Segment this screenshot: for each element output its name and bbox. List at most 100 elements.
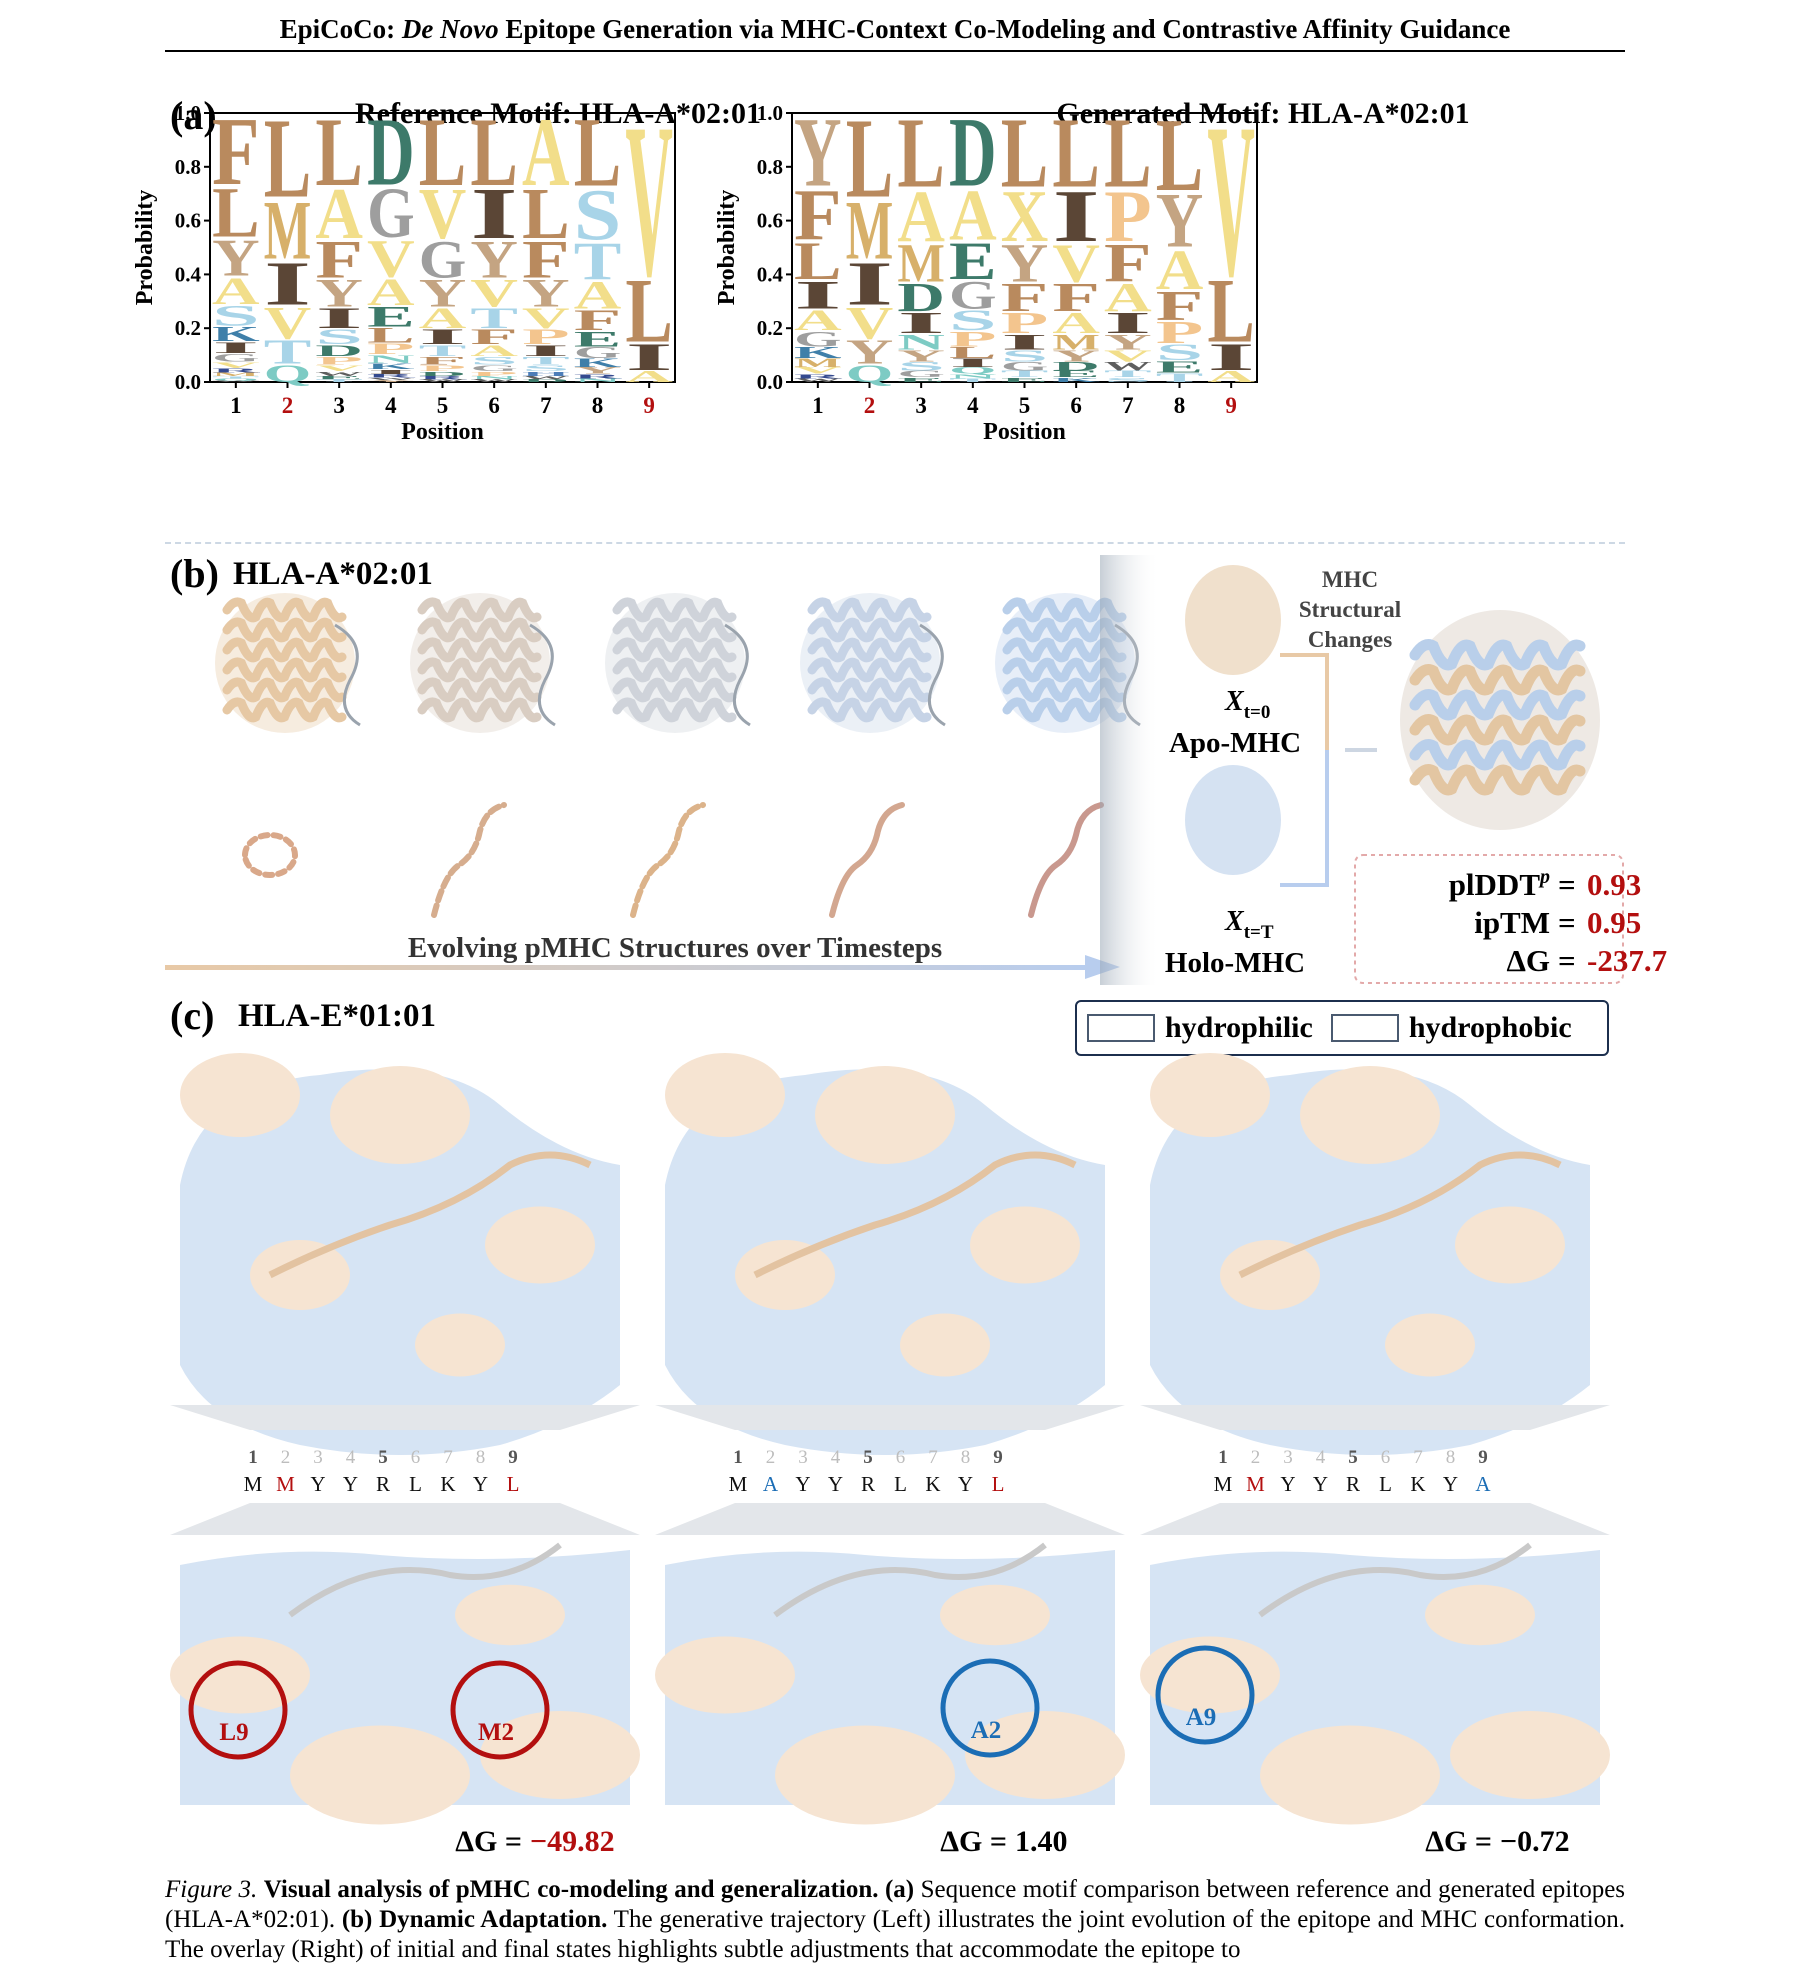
panel-a-tag: (a) (170, 93, 217, 138)
logo-letter: T (419, 342, 467, 360)
mhc-helix-ribbon (417, 637, 542, 663)
logo-letter: Y (315, 271, 363, 315)
logo-letter: T (1001, 369, 1049, 379)
logo-letter: T (574, 231, 622, 291)
logo-letter: T (949, 378, 997, 383)
header-suffix: Epitope Generation via MHC-Context Co-Mo… (498, 14, 1511, 44)
logo-letter: Y (1104, 329, 1152, 354)
logo-letter: F (794, 174, 842, 255)
x-tick-label: 1 (812, 393, 824, 418)
logo-letter: M (794, 357, 842, 370)
logo-letter: M (1052, 329, 1100, 354)
y-tick-label: 0.0 (757, 370, 783, 394)
x-tick-label: 8 (592, 393, 604, 418)
sequence-index: 4 (346, 1447, 356, 1468)
logo-letter: E (315, 375, 363, 380)
sequence-residue: R (1346, 1472, 1360, 1496)
logo-letter: Y (1001, 233, 1049, 294)
metric-name: ΔG (1506, 943, 1550, 978)
panel-c-title: HLA-E*01:01 (238, 998, 436, 1034)
sequence-residue: R (861, 1472, 875, 1496)
metric-value: 0.95 (1587, 905, 1641, 940)
logo-letter: S (1156, 339, 1204, 365)
holo-variable: Xt=T (1224, 906, 1274, 943)
hydrophobic-patch (1220, 1240, 1320, 1310)
logo-letter: Q (949, 366, 997, 376)
panel-separator-a (165, 542, 1625, 544)
logo-letter: L (846, 95, 894, 222)
logo-letter: I (1052, 175, 1100, 258)
logo-letter: R (212, 367, 260, 374)
logo-letter: D (315, 342, 363, 360)
metric-equals: = (1558, 867, 1576, 902)
logo-letter: P (1001, 306, 1049, 340)
delta-g-value: −49.82 (530, 1825, 615, 1858)
sequence-index: 2 (766, 1447, 776, 1468)
residue-highlight-label: A2 (971, 1717, 1002, 1744)
hydrophobic-patch (1385, 1313, 1475, 1377)
metrics-box (1354, 854, 1624, 984)
logo-letter: T (315, 379, 363, 383)
logo-letter: M (897, 233, 945, 294)
hydrophobic-patch (940, 1584, 1050, 1646)
logo-letter: E (1052, 369, 1100, 379)
logo-letter: F (315, 230, 363, 290)
logo-letter: A (897, 175, 945, 258)
sequence-index: 3 (313, 1447, 323, 1468)
mhc-helix-ribbon (612, 697, 737, 723)
caption-a-tag: (a) (884, 1876, 915, 1903)
x-tick-label: 3 (333, 393, 345, 418)
sequence-index: 1 (733, 1447, 743, 1468)
header-rule (165, 50, 1625, 52)
hydrophobic-patch (900, 1313, 990, 1377)
overlay-ribbon (1409, 714, 1586, 746)
sequence-residue: Y (1313, 1472, 1328, 1496)
delta-g-label: ΔG = (1425, 1825, 1492, 1858)
logo-letter: S (1104, 376, 1152, 383)
logo-letter: A (794, 304, 842, 337)
logo-letter: A (419, 302, 467, 335)
logo-letter: P (315, 354, 363, 367)
y-tick-label: 0.8 (757, 155, 783, 179)
zoom-fan (1100, 555, 1160, 985)
bound-peptide (1238, 1151, 1562, 1279)
logo-letter: Y (419, 271, 467, 315)
logo-letter: L (1001, 97, 1049, 208)
peptide-chain (630, 802, 706, 918)
peptide-stick-model (1258, 1542, 1532, 1618)
peptide-chain (431, 802, 507, 918)
mhc-helix-ribbon (417, 597, 542, 623)
logo-letter: P (367, 340, 415, 358)
logo-letter: P (1104, 175, 1152, 258)
logo-letter: F (1104, 233, 1152, 294)
logo-letter: R (367, 373, 415, 378)
logo-letter: I (470, 173, 518, 254)
mhc-loop (919, 623, 946, 727)
apo-variable: Xt=0 (1224, 686, 1270, 723)
logo-letter: I (846, 250, 894, 319)
holo-connector (1280, 750, 1329, 887)
logo-letter: F (522, 230, 570, 290)
trajectory-frame (410, 593, 556, 918)
x-tick-label: 4 (385, 393, 397, 418)
hydrophobic-patch (485, 1206, 595, 1284)
mhc-helix-ribbon (612, 657, 737, 683)
logo-letter: V (1104, 347, 1152, 365)
logo-letter: E (1156, 357, 1204, 376)
metric-name: ipTM (1474, 905, 1550, 940)
sequence-index: 9 (508, 1447, 518, 1468)
hydrophilic-swatch (1087, 1014, 1155, 1042)
hydrophobic-label: hydrophobic (1408, 1011, 1572, 1044)
apo-connector (1280, 653, 1329, 750)
logo-letter: L (212, 172, 260, 252)
sequence-residue: Y (343, 1472, 358, 1496)
overlay-ribbon (1409, 689, 1586, 721)
sequence-residue: Y (1280, 1472, 1295, 1496)
logo-letter: L (949, 344, 997, 362)
hydrophobic-patch (815, 1066, 955, 1164)
logo-letter: L (522, 173, 570, 254)
